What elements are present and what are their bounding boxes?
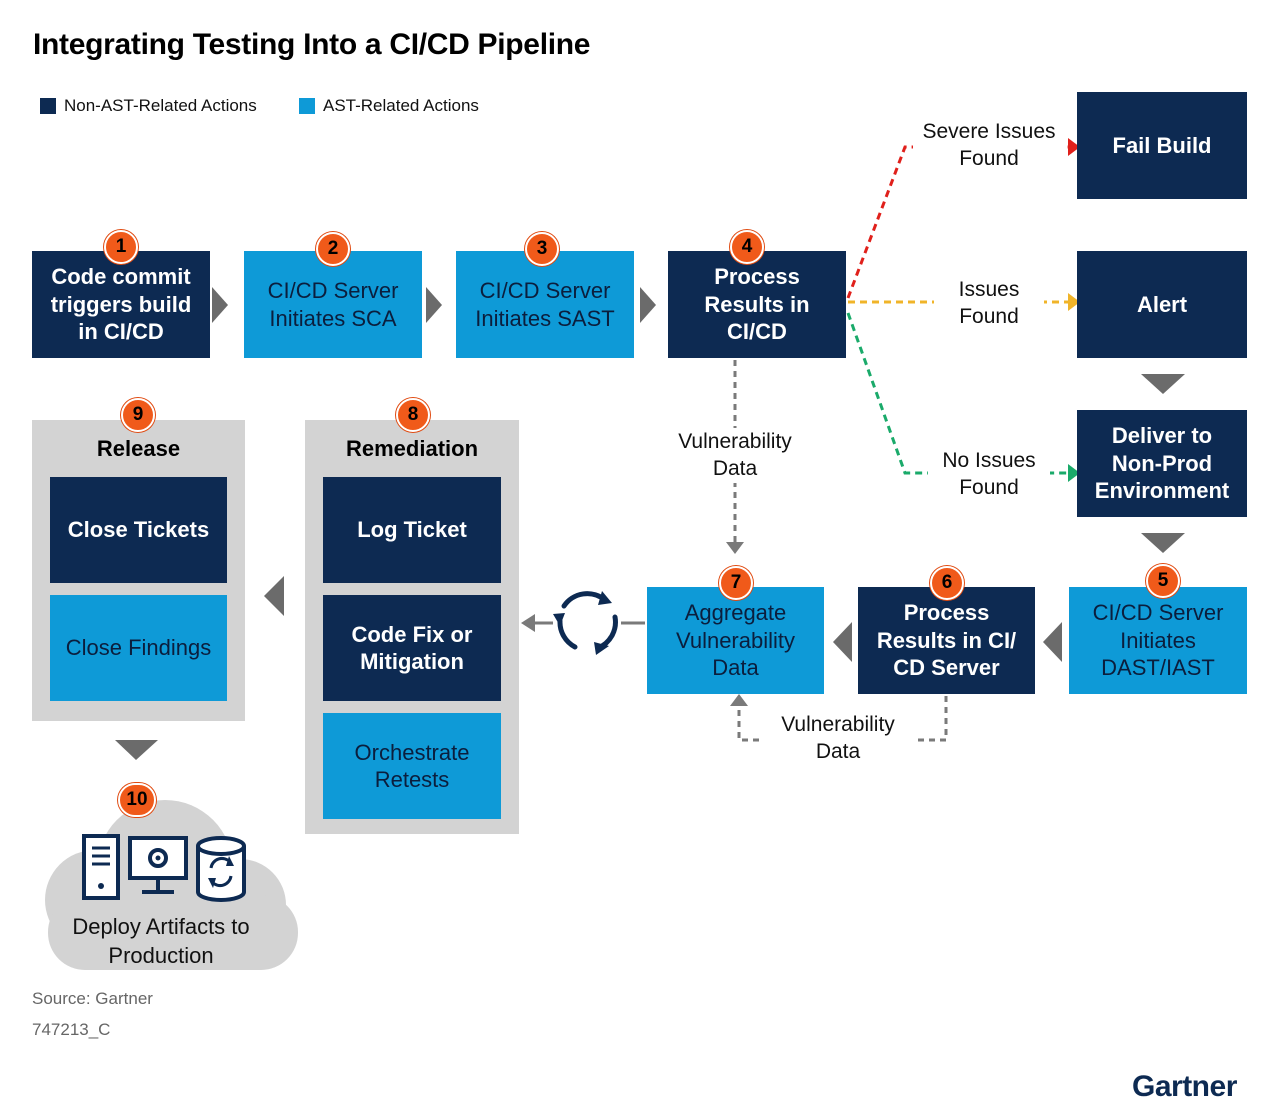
step-3-badge: 3 (525, 232, 559, 266)
log-ticket-text: Log Ticket (357, 517, 467, 543)
step-2-box: CI/CD Server Initiates SCA (244, 251, 422, 358)
chevron-down-icon (115, 740, 158, 760)
close-findings-text: Close Findings (65, 635, 212, 661)
step-1-badge: 1 (104, 230, 138, 264)
chevron-left-icon (264, 576, 284, 616)
monitor-gear-icon (128, 836, 188, 894)
chevron-right-icon (640, 287, 656, 323)
gartner-logo: Gartner (1132, 1070, 1237, 1103)
legend-non-ast: Non-AST-Related Actions (40, 95, 257, 117)
alert-box: Alert (1077, 251, 1247, 358)
to-remediation-arrowhead (521, 614, 535, 632)
figure-code: 747213_C (32, 1020, 111, 1039)
vuln-data-arrowhead-top (726, 542, 744, 554)
step-9-badge: 9 (121, 398, 155, 432)
issues-label: Issues Found (934, 276, 1044, 331)
step-5-badge: 5 (1146, 564, 1180, 598)
legend-non-ast-label: Non-AST-Related Actions (64, 96, 257, 115)
legend-swatch-light (299, 98, 315, 114)
step-5-box: CI/CD Server Initiates DAST/IAST (1069, 587, 1247, 694)
vuln-data-label-bottom: Vulnerability Data (763, 711, 913, 766)
step-2-text: CI/CD Server Initiates SCA (267, 278, 399, 331)
step-4-text: Process Results in CI/CD (704, 264, 810, 345)
alert-text: Alert (1136, 291, 1188, 317)
severe-label: Severe Issues Found (913, 118, 1065, 173)
step-3-box: CI/CD Server Initiates SAST (456, 251, 634, 358)
issues-arrowhead (1068, 293, 1080, 311)
step-8-badge: 8 (396, 398, 430, 432)
chevron-right-icon (212, 287, 228, 323)
close-tickets-text: Close Tickets (67, 517, 210, 543)
chevron-right-icon (426, 287, 442, 323)
close-tickets-box: Close Tickets (50, 477, 227, 583)
retests-text: Orchestrate Retests (354, 739, 470, 793)
chevron-left-icon (1043, 622, 1062, 662)
step-6-text: Process Results in CI/ CD Server (876, 600, 1017, 681)
step-6-badge: 6 (930, 566, 964, 600)
remediation-title: Remediation (345, 436, 479, 461)
chevron-down-icon (1141, 374, 1185, 394)
source-note: Source: Gartner (32, 989, 153, 1008)
legend-swatch-dark (40, 98, 56, 114)
step-4-box: Process Results in CI/CD (668, 251, 846, 358)
legend-ast-label: AST-Related Actions (323, 96, 479, 115)
step-7-box: Aggregate Vulnerability Data (647, 587, 824, 694)
retests-box: Orchestrate Retests (323, 713, 501, 819)
close-findings-box: Close Findings (50, 595, 227, 701)
deliver-text: Deliver to Non-Prod Environment (1094, 423, 1230, 504)
chevron-down-icon (1141, 533, 1185, 553)
step-3-text: CI/CD Server Initiates SAST (475, 278, 615, 331)
step-5-text: CI/CD Server Initiates DAST/IAST (1092, 600, 1224, 681)
release-title: Release (96, 436, 181, 461)
chevron-left-icon (833, 622, 852, 662)
code-fix-text: Code Fix or Mitigation (351, 621, 473, 675)
page-title: Integrating Testing Into a CI/CD Pipelin… (33, 28, 591, 61)
step-4-badge: 4 (730, 230, 764, 264)
step-1-text: Code commit triggers build in CI/CD (50, 264, 192, 345)
step-1-box: Code commit triggers build in CI/CD (32, 251, 210, 358)
vuln-data-loop-arrowhead (730, 694, 748, 706)
server-tower-icon (82, 834, 120, 900)
no-issues-label: No Issues Found (928, 447, 1050, 502)
step-7-text: Aggregate Vulnerability Data (675, 600, 796, 681)
no-issues-arrowhead (1068, 464, 1080, 482)
deliver-box: Deliver to Non-Prod Environment (1077, 410, 1247, 517)
severe-arrowhead (1068, 138, 1080, 156)
step-7-badge: 7 (719, 566, 753, 600)
fail-build-text: Fail Build (1112, 132, 1212, 158)
database-sync-icon (196, 836, 246, 902)
step-6-box: Process Results in CI/ CD Server (858, 587, 1035, 694)
log-ticket-box: Log Ticket (323, 477, 501, 583)
deploy-text: Deploy Artifacts to Production (72, 914, 250, 968)
vuln-data-label-top: Vulnerability Data (660, 428, 810, 483)
step-10-badge: 10 (118, 783, 156, 817)
legend-ast: AST-Related Actions (299, 95, 479, 117)
step-2-badge: 2 (316, 232, 350, 266)
fail-build-box: Fail Build (1077, 92, 1247, 199)
code-fix-box: Code Fix or Mitigation (323, 595, 501, 701)
